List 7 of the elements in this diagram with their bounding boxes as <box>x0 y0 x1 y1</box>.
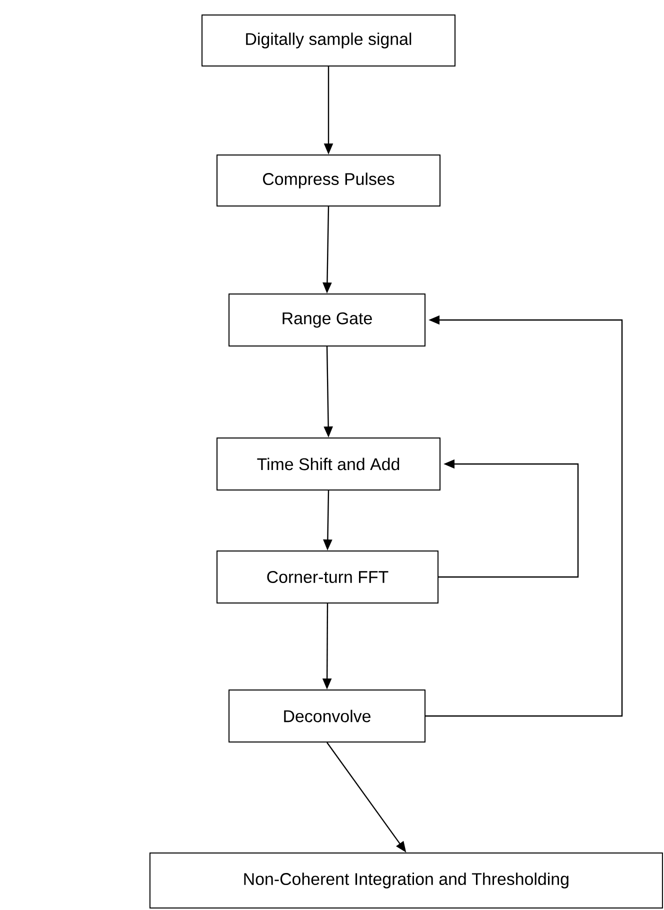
process-box: Digitally sample signal <box>202 14 456 66</box>
process-box: Range Gate <box>228 294 426 346</box>
process-box: Time Shift and Add <box>216 438 440 490</box>
process-box: Compress Pulses <box>216 154 440 206</box>
process-box: Corner-turn FFT <box>216 550 438 604</box>
process-box: Deconvolve <box>228 690 426 742</box>
process-box: Non-Coherent Integration and Thresholding <box>149 852 663 908</box>
